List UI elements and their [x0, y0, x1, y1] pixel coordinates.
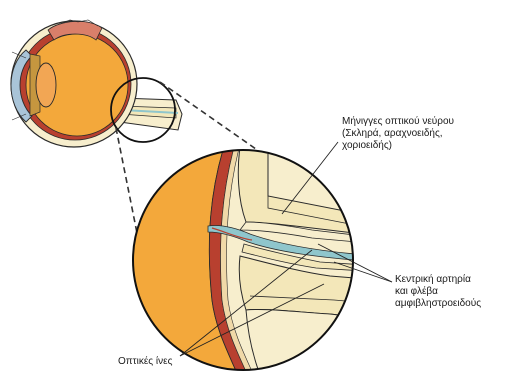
label-artery-line-1: Κεντρική αρτηρία [395, 274, 481, 286]
eyeball-overview [11, 20, 182, 147]
label-meninges: Μήνιγγες οπτικού νεύρου (Σκληρά, αραχνοε… [342, 116, 454, 152]
label-meninges-line-2: (Σκληρά, αραχνοειδής, [342, 128, 454, 140]
lens-small [36, 63, 56, 107]
label-meninges-line-3: χοριοειδής) [342, 140, 454, 152]
label-artery-line-3: αμφιβληστροειδούς [395, 298, 481, 310]
label-optic-fibers: Οπτικές ίνες [118, 356, 172, 368]
label-meninges-line-1: Μήνιγγες οπτικού νεύρου [342, 116, 454, 128]
magnified-view [120, 140, 380, 377]
label-artery-line-2: και φλέβα [395, 286, 481, 298]
label-central-artery: Κεντρική αρτηρία και φλέβα αμφιβληστροει… [395, 274, 481, 310]
